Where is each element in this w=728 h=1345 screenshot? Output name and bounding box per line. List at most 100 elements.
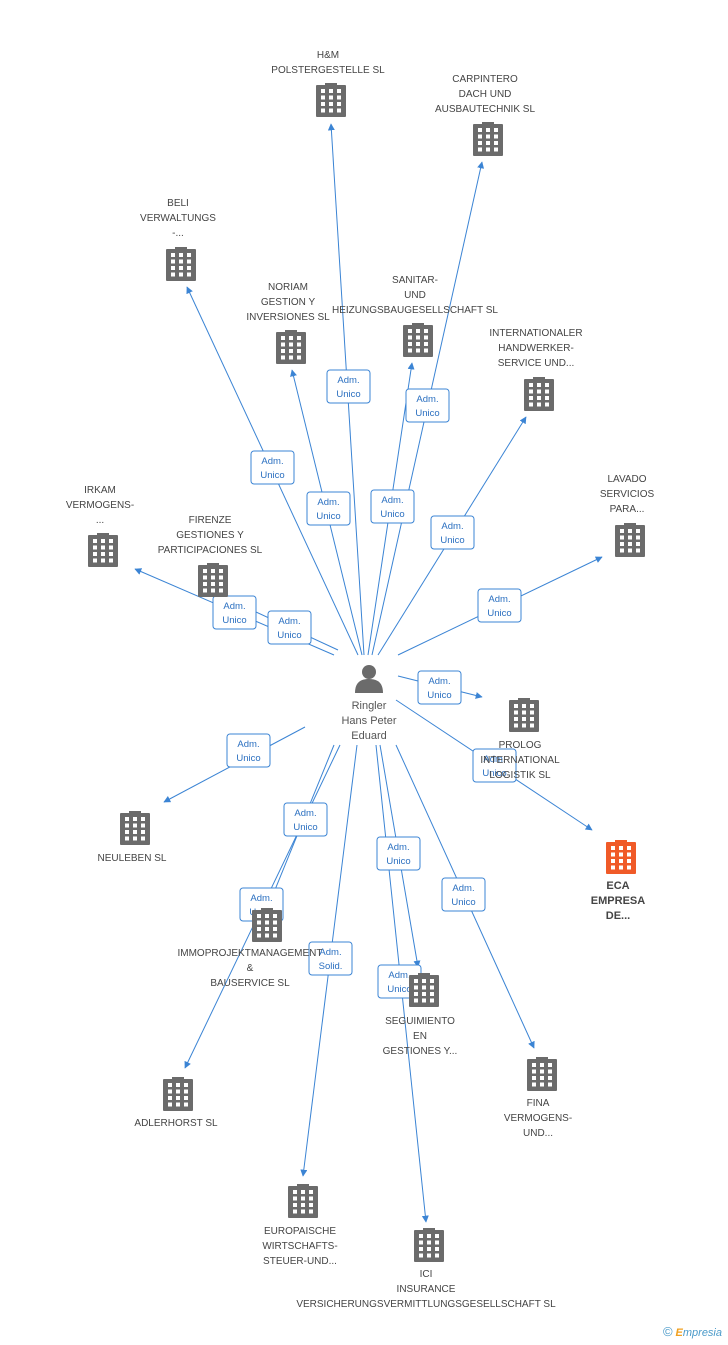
building-icon bbox=[316, 83, 346, 117]
company-label-line: VERMOGENS- bbox=[66, 500, 134, 511]
edge-role-text: Unico bbox=[336, 389, 360, 400]
edge-role-box bbox=[306, 491, 351, 526]
edge-role-box bbox=[370, 489, 415, 524]
company-node-eca[interactable]: ECA EMPRESA DE... bbox=[591, 840, 645, 922]
company-label-line: STEUER-UND... bbox=[263, 1256, 337, 1267]
empresia-footer[interactable]: ©Empresia bbox=[663, 1324, 722, 1339]
building-icon bbox=[509, 698, 539, 732]
company-label-line: EMPRESA bbox=[591, 895, 645, 907]
person-name-line: Ringler bbox=[352, 700, 387, 712]
company-label-line: ECA bbox=[606, 880, 629, 892]
company-label-line: CARPINTERO bbox=[452, 74, 518, 85]
company-node-sanitar[interactable]: SANITAR- UND HEIZUNGSBAUGESELLSCHAFT SL bbox=[332, 275, 498, 357]
edge-role-box bbox=[308, 941, 353, 976]
edge-role-text: Unico bbox=[482, 768, 506, 779]
edge-role-box bbox=[405, 388, 450, 423]
company-node-immoproj[interactable]: IMMOPROJEKTMANAGEMENT&BAUSERVICE SL bbox=[177, 908, 323, 989]
company-label-line: IRKAM bbox=[84, 485, 116, 496]
person-icon bbox=[355, 665, 383, 693]
edge-role-label-europa[interactable]: Adm.Solid. bbox=[308, 941, 353, 976]
company-label-line: VERSICHERUNGSVERMITTLUNGSGESELLSCHAFT SL bbox=[296, 1299, 556, 1310]
building-icon bbox=[403, 323, 433, 357]
company-label-line: UND bbox=[404, 290, 426, 301]
company-label-line: INTERNATIONAL bbox=[480, 755, 560, 766]
company-label-line: HEIZUNGSBAUGESELLSCHAFT SL bbox=[332, 305, 498, 316]
edge-role-label-fina[interactable]: Adm.Unico bbox=[441, 877, 486, 912]
edge-role-text: Unico bbox=[387, 984, 411, 995]
edge-role-box bbox=[212, 595, 257, 630]
company-node-adlerhorst[interactable]: ADLERHORST SL bbox=[134, 1077, 218, 1129]
edge-role-label-noriam[interactable]: Adm.Unico bbox=[306, 491, 351, 526]
edge-role-label-internat[interactable]: Adm.Unico bbox=[430, 515, 475, 550]
edge-role-label-prolog[interactable]: Adm.Unico bbox=[417, 670, 462, 705]
edge-role-label-eca[interactable]: Adm.Unico bbox=[472, 748, 517, 783]
edge-role-label-firenze[interactable]: Adm.Unico bbox=[267, 610, 312, 645]
building-icon bbox=[606, 840, 636, 874]
edge-role-label-sanitar[interactable]: Adm.Unico bbox=[370, 489, 415, 524]
company-label-line: BAUSERVICE SL bbox=[210, 978, 290, 989]
person-name-line: Hans Peter bbox=[341, 715, 396, 727]
edge-role-text: Solid. bbox=[319, 961, 343, 972]
edge-role-text: Adm. bbox=[441, 521, 463, 532]
company-label-line: SANITAR- bbox=[392, 275, 438, 286]
edge-role-label-carpintero[interactable]: Adm.Unico bbox=[405, 388, 450, 423]
building-icon bbox=[88, 533, 118, 567]
edge-role-label-beli[interactable]: Adm.Unico bbox=[250, 450, 295, 485]
company-label-line: -... bbox=[172, 228, 184, 239]
edge-role-text: Unico bbox=[236, 753, 260, 764]
building-icon bbox=[163, 1077, 193, 1111]
company-label-line: PARA... bbox=[610, 504, 645, 515]
edge-role-text: Unico bbox=[386, 856, 410, 867]
company-node-neuleben[interactable]: NEULEBEN SL bbox=[98, 811, 167, 864]
company-node-fina[interactable]: FINAVERMOGENS-UND... bbox=[504, 1057, 572, 1139]
edge-role-label-immoproj[interactable]: Adm. Unico bbox=[283, 802, 328, 837]
edge-role-text: Adm. bbox=[250, 893, 272, 904]
company-label-line: ... bbox=[96, 515, 104, 526]
company-label-line: DE... bbox=[606, 910, 630, 922]
company-label-line: ICI bbox=[420, 1269, 433, 1280]
building-icon bbox=[473, 122, 503, 156]
company-node-lavado[interactable]: LAVADOSERVICIOSPARA... bbox=[600, 474, 655, 557]
edge-role-text: Adm. bbox=[294, 808, 316, 819]
copyright-symbol: © bbox=[662, 1324, 673, 1339]
edge-role-text: Unico bbox=[260, 470, 284, 481]
company-node-beli[interactable]: BELIVERWALTUNGS-... bbox=[140, 198, 216, 281]
person-name-line: Eduard bbox=[351, 730, 386, 742]
edge-role-text: Unico bbox=[415, 408, 439, 419]
company-label-line: LAVADO bbox=[607, 474, 646, 485]
edge-role-text: Adm. bbox=[278, 616, 300, 627]
company-label-line: HANDWERKER- bbox=[498, 343, 574, 354]
building-icon bbox=[527, 1057, 557, 1091]
company-label-line: INSURANCE bbox=[397, 1284, 456, 1295]
edge-role-label-lavado[interactable]: Adm.Unico bbox=[477, 588, 522, 623]
edge-role-label-seguim[interactable]: Adm.Unico bbox=[376, 836, 421, 871]
edge-role-label-neuleben[interactable]: Adm. Unico bbox=[226, 733, 271, 768]
company-node-irkam[interactable]: IRKAM VERMOGENS-... bbox=[66, 485, 134, 567]
company-label-line: SERVICE UND... bbox=[498, 358, 575, 369]
edge-role-text: Unico bbox=[293, 822, 317, 833]
company-label-line: AUSBAUTECHNIK SL bbox=[435, 104, 535, 115]
company-label-line: FIRENZE bbox=[189, 515, 232, 526]
edge-role-label-irkam[interactable]: Adm.Unico bbox=[212, 595, 257, 630]
edge-role-text: Adm. bbox=[237, 739, 259, 750]
edge-role-text: Adm. bbox=[388, 970, 410, 981]
company-label-line: LOGISTIK SL bbox=[489, 770, 551, 781]
company-label-line: UND... bbox=[523, 1128, 553, 1139]
edge-role-label-hm[interactable]: Adm.Unico bbox=[326, 369, 371, 404]
edge-role-text: Unico bbox=[222, 615, 246, 626]
company-node-europa[interactable]: EUROPAISCHEWIRTSCHAFTS-STEUER-UND... bbox=[262, 1184, 338, 1267]
company-node-ici[interactable]: ICI INSURANCE VERSICHERUNGSVERMITTLUNGSGES… bbox=[296, 1228, 556, 1310]
edge-role-text: Unico bbox=[427, 690, 451, 701]
edge-role-box bbox=[376, 836, 421, 871]
company-label-line: EUROPAISCHE bbox=[264, 1226, 336, 1237]
